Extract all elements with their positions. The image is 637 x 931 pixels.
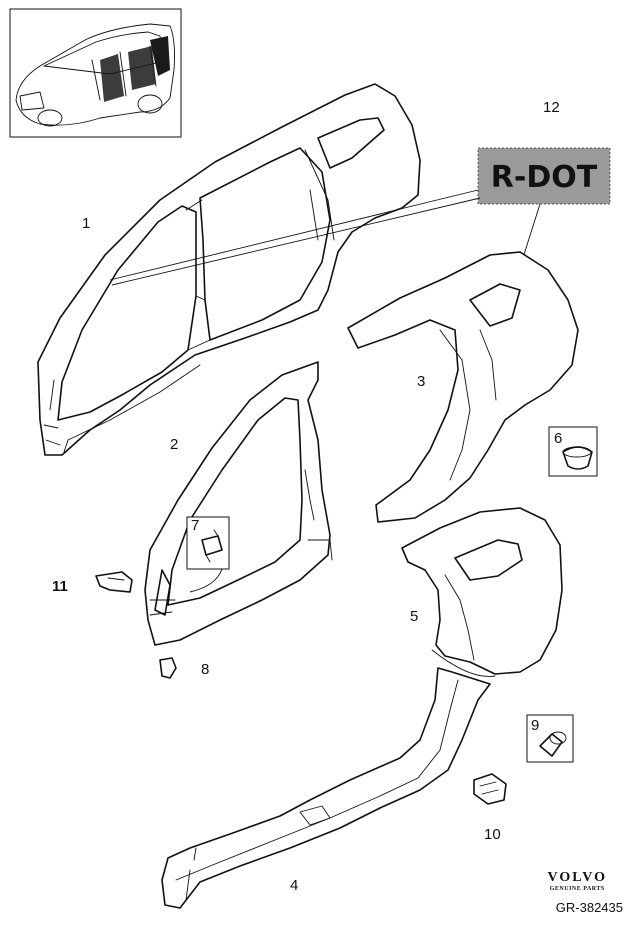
part-3-rear-quarter-panel — [347, 251, 579, 523]
leader-line-12-b — [111, 197, 481, 286]
brand-tagline: GENUINE PARTS — [549, 886, 605, 892]
callout-5: 5 — [410, 608, 419, 625]
label-stamp-text: R-DOT — [491, 160, 598, 195]
part-5-rear-quarter-outer — [401, 507, 563, 677]
callout-4: 4 — [290, 877, 299, 894]
brand-name: VOLVO — [547, 870, 607, 885]
callout-1: 1 — [82, 215, 91, 232]
part-2-inner-side-frame — [144, 361, 333, 646]
part-10-connector — [473, 773, 507, 805]
part-6-box — [548, 426, 598, 477]
part-1-side-panel — [37, 83, 421, 456]
part-7-box — [186, 516, 230, 570]
callout-3: 3 — [417, 373, 426, 390]
car-thumbnail — [9, 8, 182, 138]
callout-8: 8 — [201, 661, 210, 678]
part-8-clip — [159, 657, 177, 679]
part-4-sill-rocker — [161, 667, 491, 909]
callout-10: 10 — [484, 826, 501, 843]
part-11-bracket — [95, 571, 133, 593]
label-stamp — [477, 147, 611, 205]
callout-6: 6 — [554, 430, 563, 447]
callout-7: 7 — [191, 517, 200, 534]
callout-2: 2 — [170, 436, 179, 453]
callout-11: 11 — [52, 578, 68, 595]
leader-line-7 — [189, 568, 223, 593]
volvo-logo: VOLVO GENUINE PARTS — [548, 870, 608, 893]
leader-line-12-a — [109, 189, 479, 281]
callout-9: 9 — [531, 717, 540, 734]
callout-12: 12 — [543, 99, 560, 116]
part-9-box — [526, 714, 574, 763]
diagram-reference: GR-382435 — [555, 900, 623, 915]
